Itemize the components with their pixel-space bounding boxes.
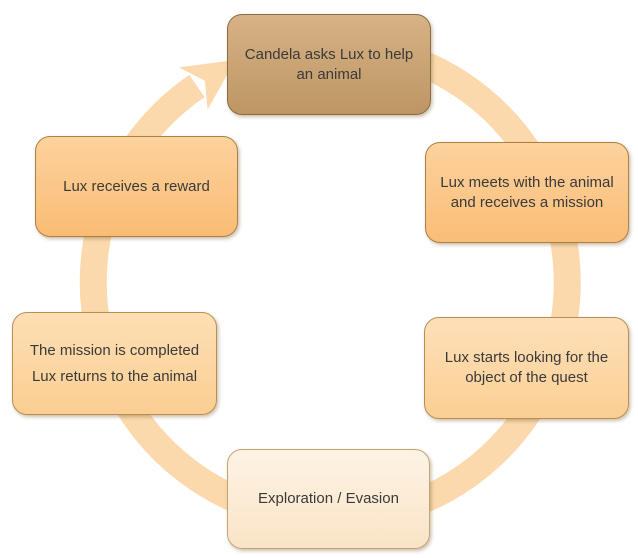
cycle-step-lux-starts-looking: Lux starts looking for the object of the… <box>424 317 629 419</box>
step-label: Candela asks Lux to help an animal <box>244 45 414 83</box>
cycle-step-lux-receives-reward: Lux receives a reward <box>35 136 238 237</box>
step-label: Exploration / Evasion <box>258 490 399 508</box>
step-label: Lux starts looking for the object of the… <box>444 349 609 386</box>
step-label: Lux receives a reward <box>63 177 210 195</box>
step-label-line-1: The mission is completed <box>29 341 200 359</box>
step-label-line-2: Lux returns to the animal <box>31 367 198 385</box>
cycle-step-lux-meets-animal: Lux meets with the animal and receives a… <box>425 142 629 243</box>
ring-arc <box>79 31 581 533</box>
cycle-step-mission-completed: The mission is completed Lux returns to … <box>12 312 217 415</box>
cycle-step-exploration-evasion: Exploration / Evasion <box>227 449 430 549</box>
step-label: Lux meets with the animal and receives a… <box>440 173 614 211</box>
cycle-step-candela-asks: Candela asks Lux to help an animal <box>227 14 431 115</box>
